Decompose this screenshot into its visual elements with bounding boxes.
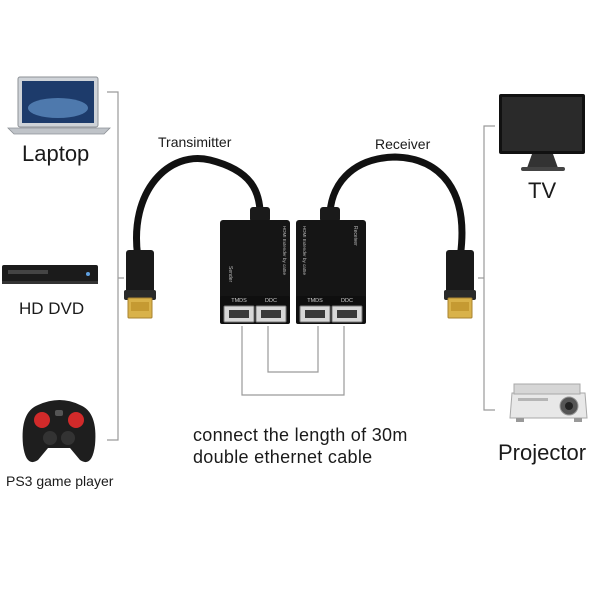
source-label-laptop: Laptop	[22, 141, 90, 166]
caption-line-1: connect the length of 30m	[193, 425, 408, 445]
receiver-label: Receiver	[375, 136, 431, 152]
dvd-player-icon	[2, 265, 98, 284]
hdmi-cable-transmitter	[133, 155, 264, 262]
transmitter-port-right-label: DDC	[265, 298, 277, 304]
source-bracket	[107, 91, 124, 441]
caption: connect the length of 30m double etherne…	[193, 424, 408, 468]
transmitter-unit	[220, 220, 290, 324]
output-bracket	[478, 125, 495, 411]
source-label-hd-dvd: HD DVD	[19, 299, 85, 318]
strain-relief-receiver	[320, 207, 340, 222]
transmitter-side-text: Sender	[227, 266, 233, 282]
laptop-icon	[7, 76, 111, 135]
receiver-port-right-label: DDC	[341, 298, 353, 304]
gamepad-icon	[22, 400, 96, 463]
strain-relief-transmitter	[250, 207, 270, 222]
tv-monitor-icon	[499, 94, 585, 171]
ethernet-cable-lines	[241, 326, 345, 396]
receiver-unit	[296, 220, 366, 324]
hdmi-cable-receiver	[326, 153, 466, 262]
hdmi-plug-receiver	[444, 250, 476, 319]
transmitter-device-text: HDMI Extender by cat5e	[282, 226, 287, 276]
receiver-side-text: Receiver	[352, 226, 358, 246]
receiver-port-left-label: TMDS	[307, 298, 323, 304]
transmitter-port-left-label: TMDS	[231, 298, 247, 304]
projector-icon	[509, 383, 588, 422]
hdmi-plug-transmitter	[124, 250, 156, 319]
output-label-tv: TV	[528, 178, 557, 203]
caption-line-2: double ethernet cable	[193, 447, 373, 467]
source-label-ps3: PS3 game player	[6, 473, 114, 489]
receiver-device-text: HDMI Extender by cat5e	[302, 226, 307, 276]
transmitter-label: Transimitter	[158, 134, 232, 150]
output-label-projector: Projector	[498, 440, 587, 465]
